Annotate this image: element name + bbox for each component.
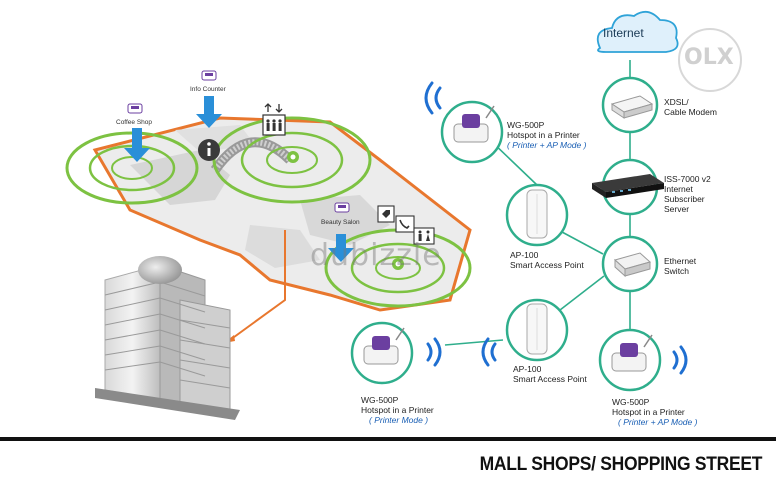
modem-label: XDSL/ Cable Modem [664,97,717,117]
printer-top-mode: ( Printer + AP Mode ) [507,140,587,150]
internet-label: Internet [603,26,644,40]
ap-top-label-line1: AP-100 [510,250,539,260]
ap-top-label-line2: Smart Access Point [510,260,584,270]
olx-watermark: OLX [684,45,734,70]
switch-label-line2: Switch [664,266,690,276]
dubizzle-watermark: dubizzle [310,238,442,273]
ap-top-label: AP-100 Smart Access Point [510,250,584,270]
modem-icon [610,95,654,119]
coffee-shop-icon [127,103,143,114]
ap-bottom-label-line1: AP-100 [513,364,542,374]
server-label-line1: ISS-7000 v2 [664,174,711,184]
info-counter-icon [201,70,217,81]
printer-left-label-line2: Hotspot in a Printer [361,405,434,415]
olx-watermark-ring [678,28,742,92]
ap-bottom-label-line2: Smart Access Point [513,374,587,384]
arrow-info-counter [196,96,222,128]
escalator [210,137,294,173]
restroom-icon [413,227,435,245]
printer-left-mode: ( Printer Mode ) [369,415,429,425]
ap-bottom-label: AP-100 Smart Access Point [513,364,587,384]
access-point-icon-top [526,189,548,239]
tag-icon [377,205,395,223]
server-label-line4: Server [664,204,690,214]
server-label-line3: Subscriber [664,194,705,204]
internet-cloud-icon [596,10,679,53]
switch-icon [613,252,652,278]
server-icon [592,174,664,198]
building-leader-line [229,230,286,341]
printer-left-label-line1: WG-500P [361,395,399,405]
switch-label: Ethernet Switch [664,256,696,276]
printer-top-label-line2: Hotspot in a Printer [507,130,580,140]
info-icon [198,139,220,161]
printer-circle-right [598,328,662,392]
access-point-icon-bottom [526,303,548,355]
printer-right-label-line1: WG-500P [612,397,650,407]
server-label: ISS-7000 v2 Internet Subscriber Server [664,174,711,214]
phone-icon [395,215,415,233]
arrow-coffee-shop [124,128,150,162]
info-counter-label: Info Counter [190,86,226,93]
footer-divider [0,437,776,441]
server-label-line2: Internet [664,184,693,194]
wifi-waves [424,81,688,375]
modem-label-line1: XDSL/ [664,97,689,107]
elevator-icon [262,103,286,136]
beauty-salon-label: Beauty Salon [321,219,360,226]
printer-top-label-line1: WG-500P [507,120,545,130]
printer-right-label-line2: Hotspot in a Printer [612,407,685,417]
building-illustration [95,256,240,420]
coffee-shop-label: Coffee Shop [116,119,153,126]
switch-label-line1: Ethernet [664,256,697,266]
printer-right-label: WG-500P Hotspot in a Printer ( Printer +… [612,397,697,427]
printer-top-label: WG-500P Hotspot in a Printer ( Printer +… [507,120,586,150]
printer-right-mode: ( Printer + AP Mode ) [618,417,698,427]
beauty-salon-icon [334,202,350,213]
printer-circle-left [350,321,414,385]
arrow-beauty-salon [328,234,354,262]
footer-title: MALL SHOPS/ SHOPPING STREET [479,454,762,475]
printer-left-label: WG-500P Hotspot in a Printer ( Printer M… [361,395,434,425]
printer-circle-top [440,100,504,164]
location-arrows [124,96,354,262]
modem-label-line2: Cable Modem [664,107,717,117]
coverage-rings [65,116,472,308]
